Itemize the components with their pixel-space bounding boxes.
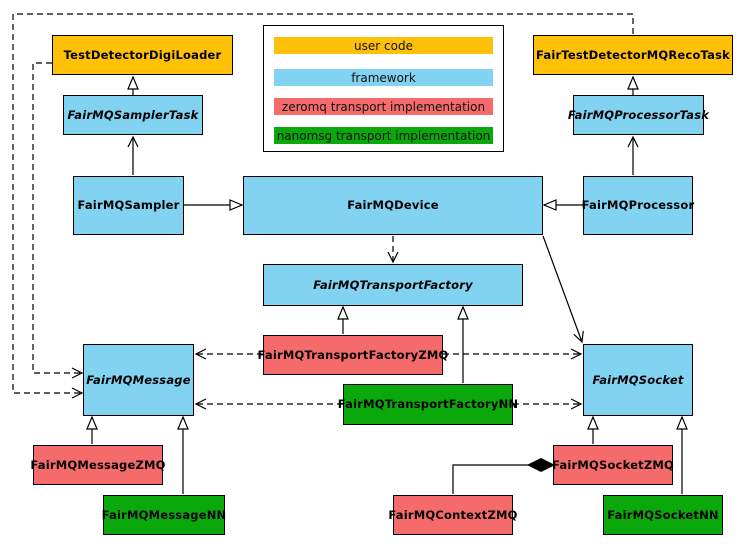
node-fairmq-context-zmq: FairMQContextZMQ <box>388 495 517 535</box>
legend-item-framework: framework <box>274 69 493 86</box>
node-fairmq-sampler-task: FairMQSamplerTask <box>63 95 203 135</box>
node-fairmq-processor-task: FairMQProcessorTask <box>568 95 709 135</box>
node-fairmq-message-nn: FairMQMessageNN <box>102 495 226 535</box>
node-fairmq-transport-factory: FairMQTransportFactory <box>263 264 523 306</box>
legend-item-nanomsg: nanomsg transport implementation <box>274 127 493 144</box>
node-fairmq-message-zmq: FairMQMessageZMQ <box>30 445 165 485</box>
node-fairmq-transport-factory-nn: FairMQTransportFactoryNN <box>338 384 518 425</box>
node-fairmq-sampler: FairMQSampler <box>73 176 184 235</box>
node-fair-test-detector-mq-reco-task: FairTestDetectorMQRecoTask <box>533 35 733 75</box>
legend: user code framework zeromq transport imp… <box>263 25 504 152</box>
node-fairmq-socket-nn: FairMQSocketNN <box>603 495 723 535</box>
node-test-detector-digi-loader: TestDetectorDigiLoader <box>52 35 233 75</box>
legend-item-zeromq: zeromq transport implementation <box>274 98 493 115</box>
node-fairmq-message: FairMQMessage <box>83 344 194 416</box>
node-fairmq-socket: FairMQSocket <box>583 344 693 416</box>
node-fairmq-socket-zmq: FairMQSocketZMQ <box>552 445 674 485</box>
node-fairmq-transport-factory-zmq: FairMQTransportFactoryZMQ <box>258 335 448 375</box>
node-fairmq-processor: FairMQProcessor <box>582 176 694 235</box>
node-fairmq-device: FairMQDevice <box>243 176 543 235</box>
legend-item-user-code: user code <box>274 37 493 54</box>
